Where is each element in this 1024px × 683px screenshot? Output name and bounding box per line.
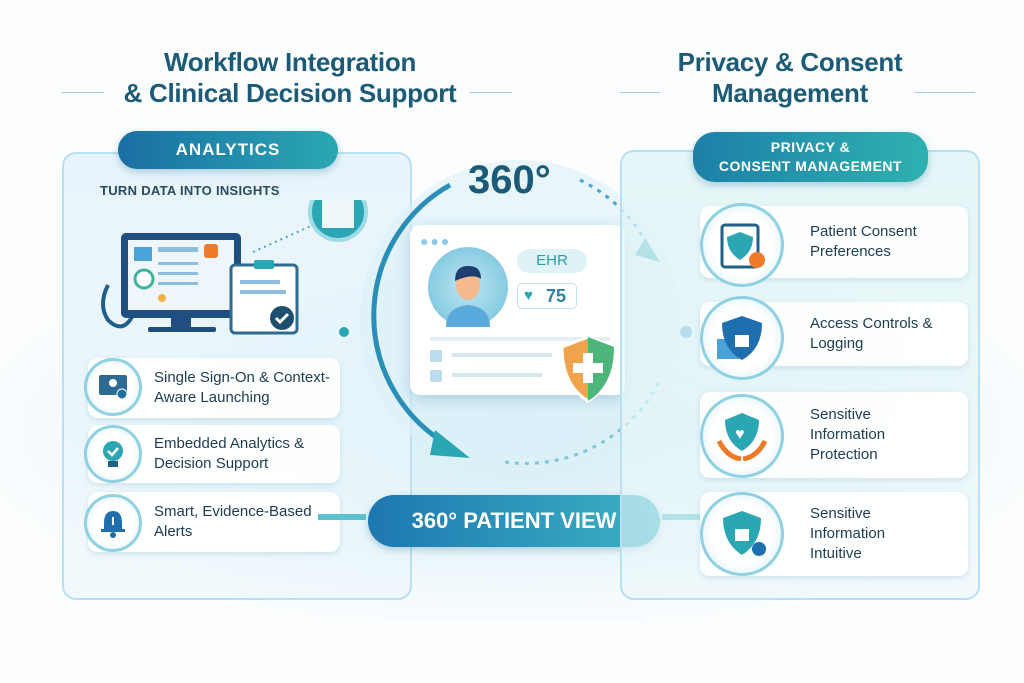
item-label: Access Controls & Logging bbox=[810, 315, 933, 352]
right-section-title: Privacy & Consent Management bbox=[640, 47, 940, 109]
monitor-icon bbox=[121, 233, 241, 332]
monitor-user-icon bbox=[84, 358, 142, 416]
arrow-left-icon bbox=[318, 514, 366, 520]
heart-rate-value: 75 bbox=[546, 286, 567, 306]
analytics-illustration bbox=[101, 200, 368, 335]
divider bbox=[470, 92, 512, 93]
heart-icon: ♥ bbox=[524, 287, 533, 304]
divider bbox=[915, 92, 975, 93]
window-dots-icon: ●●● bbox=[420, 233, 452, 249]
item-label: Smart, Evidence-Based Alerts bbox=[154, 503, 312, 540]
avatar bbox=[428, 247, 508, 327]
pill-line: PRIVACY & bbox=[770, 139, 851, 155]
arrow-head bbox=[430, 430, 470, 458]
heart-rate: ♥ 75 bbox=[517, 283, 577, 309]
item-label: Single Sign-On & Context-Aware Launching bbox=[154, 369, 330, 406]
degree-label: 360° bbox=[468, 158, 551, 202]
clipboard-lock-icon bbox=[700, 203, 784, 287]
hands-heart-shield-icon: ♥ bbox=[700, 394, 784, 478]
ehr-badge: EHR bbox=[517, 249, 587, 273]
item-label: Patient Consent Preferences bbox=[810, 223, 917, 260]
divider bbox=[62, 92, 104, 93]
patient-view-pill[interactable]: 360° PATIENT VIEW bbox=[368, 495, 660, 547]
privacy-pill: PRIVACY & CONSENT MANAGEMENT bbox=[693, 132, 928, 182]
divider bbox=[620, 92, 660, 93]
item-label: Sensitive Information Protection bbox=[810, 406, 886, 463]
report-bubble-icon bbox=[308, 200, 368, 242]
title-line: Management bbox=[712, 78, 868, 108]
stethoscope-icon bbox=[101, 284, 135, 329]
shield-plus-icon bbox=[560, 335, 616, 403]
item-label: Sensitive Information Intuitive bbox=[810, 505, 886, 562]
analytics-subtitle: TURN DATA INTO INSIGHTS bbox=[100, 183, 280, 198]
shield-lock-icon bbox=[700, 296, 784, 380]
title-line: Privacy & Consent bbox=[677, 47, 903, 77]
pill-line: CONSENT MANAGEMENT bbox=[718, 158, 903, 174]
title-line: & Clinical Decision Support bbox=[123, 78, 457, 108]
shield-lock-check-icon bbox=[700, 492, 784, 576]
analytics-pill: ANALYTICS bbox=[118, 131, 338, 169]
bell-alert-icon bbox=[84, 494, 142, 552]
left-section-title: Workflow Integration & Clinical Decision… bbox=[110, 47, 470, 109]
svg-text:♥: ♥ bbox=[735, 426, 745, 443]
title-line: Workflow Integration bbox=[163, 47, 417, 77]
lightbulb-icon bbox=[84, 425, 142, 483]
item-label: Embedded Analytics & Decision Support bbox=[154, 435, 305, 472]
clipboard-check-icon bbox=[229, 260, 299, 335]
